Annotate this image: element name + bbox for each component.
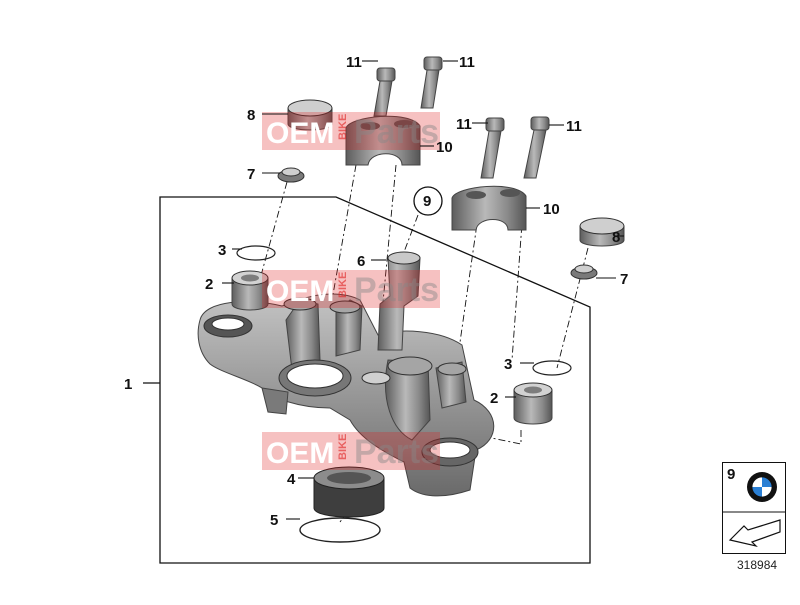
watermark: OEM BIKE Parts OEM BIKE Parts OEM BIKE P…: [262, 112, 440, 471]
bmw-roundel-icon: [747, 472, 777, 502]
cap-part-8-right: [579, 217, 625, 247]
watermark-middle: OEM BIKE Parts: [262, 270, 440, 309]
legend-number: 9: [727, 466, 736, 483]
callout-7-right: 7: [620, 271, 628, 288]
callout-11-c: 11: [456, 116, 472, 133]
callout-11-b: 11: [459, 54, 475, 71]
o-ring-part-3-left: [236, 245, 276, 261]
svg-text:Parts: Parts: [354, 271, 439, 309]
callout-2-right: 2: [490, 390, 498, 407]
callout-4: 4: [287, 471, 296, 488]
bolt-part-11-d: [523, 116, 550, 179]
bearing-part-2-left: [231, 270, 269, 311]
arrow-icon: [728, 519, 781, 548]
svg-text:OEM: OEM: [266, 437, 334, 470]
callout-1: 1: [124, 376, 132, 393]
callout-11-a: 11: [346, 54, 362, 71]
callout-3-left: 3: [218, 242, 226, 259]
callout-5: 5: [270, 512, 278, 529]
svg-text:Parts: Parts: [354, 433, 439, 471]
callout-8-right: 8: [612, 229, 620, 246]
assembly-frame: [159, 196, 591, 564]
legend-frame: [722, 462, 786, 554]
bolt-part-11-b: [420, 56, 443, 109]
watermark-bottom: OEM BIKE Parts: [262, 432, 440, 471]
clamp-part-10-left: [345, 115, 421, 166]
callout-9: 9: [423, 193, 431, 210]
washer-part-7-left: [277, 167, 305, 183]
legend-box: 9: [722, 462, 786, 554]
washer-part-7-right: [570, 264, 598, 280]
svg-text:Parts: Parts: [354, 113, 439, 151]
callout-7-left: 7: [247, 166, 255, 183]
callout-8-left: 8: [247, 107, 255, 124]
callout-6: 6: [357, 253, 365, 270]
svg-text:BIKE: BIKE: [337, 272, 349, 298]
watermark-top: OEM BIKE Parts: [262, 112, 440, 151]
bearing-part-4: [313, 466, 385, 518]
diagram-id: 318984: [737, 558, 778, 572]
svg-text:OEM: OEM: [266, 117, 334, 150]
svg-text:BIKE: BIKE: [337, 114, 349, 140]
fork-bridge-part-1: [197, 293, 495, 497]
leader-lines: [222, 60, 624, 520]
svg-text:OEM: OEM: [266, 275, 334, 308]
o-ring-part-3-right: [532, 360, 572, 376]
stem-part-6: [377, 251, 421, 351]
callout-11-d: 11: [566, 118, 582, 135]
callout-10-right: 10: [543, 201, 560, 218]
svg-text:BIKE: BIKE: [337, 434, 349, 460]
cap-part-8-left: [287, 99, 333, 131]
clamp-part-10-right: [451, 185, 527, 231]
callout-10-left: 10: [436, 139, 453, 156]
bolt-part-11-c: [480, 117, 505, 179]
callout-3-right: 3: [504, 356, 512, 373]
bolt-part-11-a: [373, 67, 396, 117]
callout-9-circle: [413, 186, 443, 216]
callout-2-left: 2: [205, 276, 213, 293]
ring-part-5: [299, 517, 381, 543]
bearing-part-2-right: [513, 382, 553, 425]
